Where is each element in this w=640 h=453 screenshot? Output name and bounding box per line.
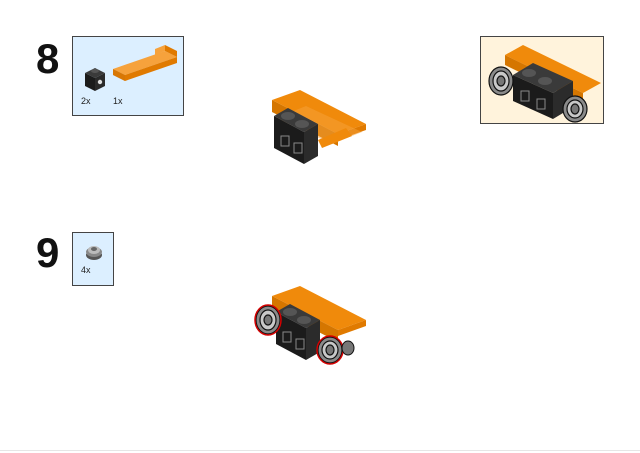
grey-wheel-hub-icon — [86, 246, 102, 260]
part-quantity: 1x — [113, 96, 123, 106]
step-number: 9 — [36, 229, 60, 276]
wheel-left-highlighted — [254, 304, 282, 336]
sub-assembly-preview — [480, 36, 604, 124]
step-assembly-model — [272, 90, 366, 164]
preview-assembly-model — [488, 45, 601, 123]
parts-list-box: 4x — [72, 232, 114, 286]
part-quantity: 4x — [81, 265, 91, 275]
wheel-right-highlighted — [316, 335, 344, 365]
parts-list-box: 2x 1x — [72, 36, 184, 116]
page-bottom-divider — [0, 450, 640, 451]
step-number: 8 — [36, 35, 60, 82]
part-quantity: 2x — [81, 96, 91, 106]
black-brick-with-side-stud-icon — [85, 68, 105, 91]
orange-bracket-plate-icon — [113, 45, 177, 81]
wheel-left — [488, 66, 514, 96]
step-assembly-model — [254, 286, 366, 365]
wheel-right — [562, 95, 588, 123]
